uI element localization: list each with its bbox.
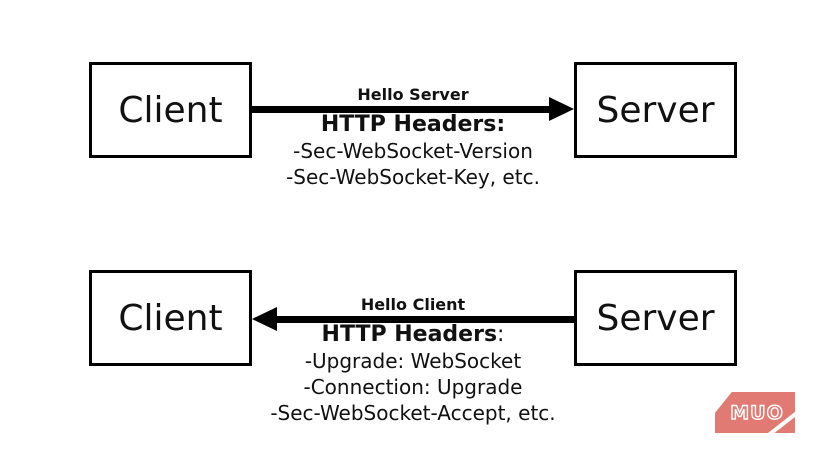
response-header-line: -Sec-WebSocket-Accept, etc. bbox=[270, 401, 556, 425]
server-box-top-label: Server bbox=[596, 89, 715, 131]
client-box-bottom: Client bbox=[89, 270, 252, 366]
request-header-line: -Sec-WebSocket-Version bbox=[293, 139, 533, 163]
response-header-line: -Upgrade: WebSocket bbox=[304, 349, 522, 373]
hello-client-label: Hello Client bbox=[360, 295, 466, 314]
muo-logo: MUO bbox=[715, 392, 795, 433]
response-headers-block: HTTP Headers: -Upgrade: WebSocket -Conne… bbox=[232, 322, 594, 426]
arrow-right-shaft bbox=[252, 106, 549, 113]
request-headers-title: HTTP Headers: bbox=[320, 112, 506, 137]
request-header-line: -Sec-WebSocket-Key, etc. bbox=[286, 165, 540, 189]
client-box-top: Client bbox=[89, 62, 252, 158]
arrow-left-head-icon bbox=[252, 307, 277, 331]
client-box-bottom-label: Client bbox=[118, 297, 223, 339]
server-box-top: Server bbox=[574, 62, 737, 158]
response-headers-title: HTTP Headers: bbox=[321, 322, 505, 347]
server-box-bottom: Server bbox=[574, 270, 737, 366]
arrow-right-head-icon bbox=[549, 97, 574, 121]
client-box-top-label: Client bbox=[118, 89, 223, 131]
arrow-left-shaft bbox=[277, 316, 574, 323]
muo-logo-text: MUO bbox=[730, 401, 784, 424]
server-box-bottom-label: Server bbox=[596, 297, 715, 339]
hello-server-label: Hello Server bbox=[357, 85, 469, 104]
response-header-line: -Connection: Upgrade bbox=[303, 375, 523, 399]
request-headers-block: HTTP Headers: -Sec-WebSocket-Version -Se… bbox=[232, 112, 594, 190]
